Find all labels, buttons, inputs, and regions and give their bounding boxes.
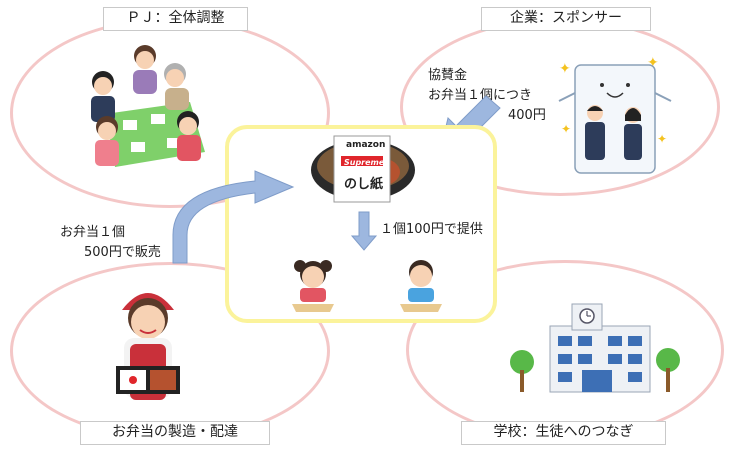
provide-arrow bbox=[350, 211, 378, 251]
svg-text:✦: ✦ bbox=[657, 132, 667, 146]
sale-note-line1: お弁当１個 bbox=[60, 225, 126, 240]
bento-label: お弁当の製造・配達 bbox=[80, 421, 270, 445]
school-label: 学校：生徒へのつなぎ bbox=[461, 421, 666, 445]
meeting-illustration bbox=[91, 45, 205, 167]
sponsor-note-line1: 協賛金 bbox=[428, 68, 468, 83]
sponsor-note-line2: お弁当１個につき bbox=[428, 88, 533, 103]
bento-noshi: のし紙 bbox=[344, 177, 384, 192]
bento-brand1: amazon bbox=[346, 140, 386, 150]
boy-eating-illustration bbox=[400, 260, 442, 312]
sale-arrow bbox=[172, 170, 295, 264]
bento-maker-illustration bbox=[116, 293, 180, 400]
provide-note: １個100円で提供 bbox=[380, 222, 483, 237]
bento-brand2: Supreme bbox=[344, 158, 385, 167]
sponsor-note-line3: 400円 bbox=[508, 108, 546, 123]
sponsor-illustration: ✦ ✦ ✦ ✦ bbox=[558, 55, 672, 174]
sponsor-label: 企業：スポンサー bbox=[481, 7, 651, 31]
sale-note-line2: 500円で販売 bbox=[84, 245, 161, 260]
svg-text:✦: ✦ bbox=[559, 61, 571, 77]
school-illustration bbox=[510, 303, 680, 393]
girl-eating-illustration bbox=[292, 260, 334, 312]
svg-text:✦: ✦ bbox=[561, 122, 571, 136]
pj-label: ＰＪ：全体調整 bbox=[103, 7, 248, 31]
bento-box-illustration bbox=[311, 135, 415, 203]
